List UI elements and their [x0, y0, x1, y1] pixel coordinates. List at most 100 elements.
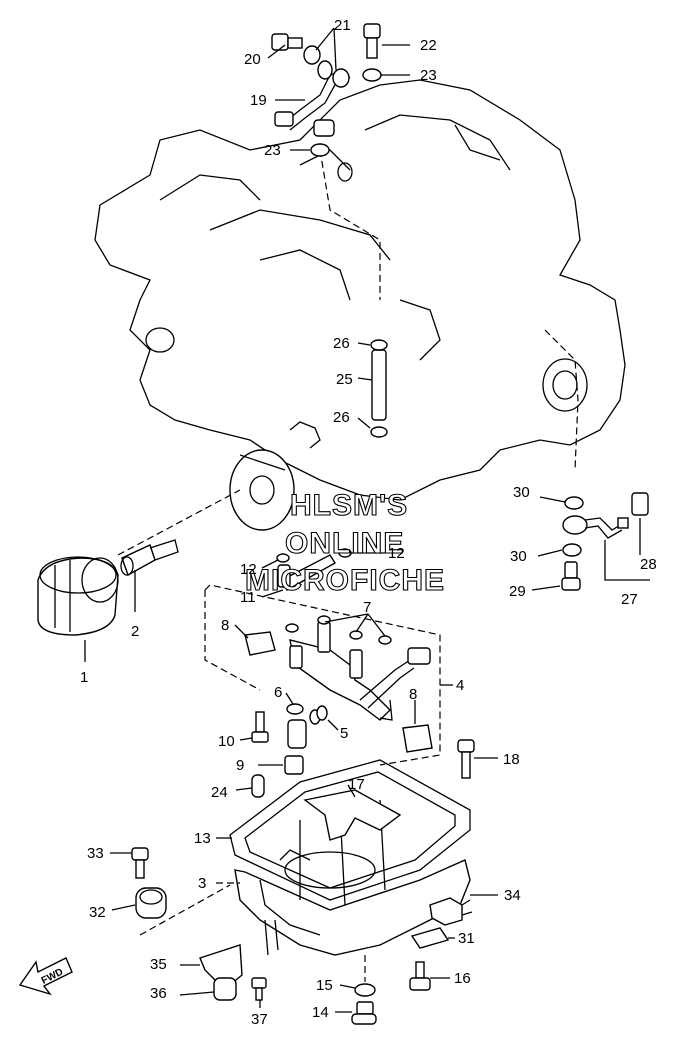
callout-21: 21 [334, 17, 351, 34]
callout-14: 14 [312, 1004, 329, 1021]
callout-1: 1 [80, 669, 88, 686]
bolt-18[interactable] [457, 739, 475, 779]
leader-12a [261, 559, 279, 569]
leader-32 [111, 904, 136, 911]
plug-24[interactable] [251, 774, 265, 798]
callout-16: 16 [454, 970, 471, 987]
pipe-11[interactable] [277, 554, 336, 591]
leader-10 [239, 737, 253, 741]
oil-filter-mount [229, 449, 295, 531]
callout-17: 17 [348, 776, 365, 793]
leader-filter [117, 489, 241, 556]
bolt-22[interactable] [363, 23, 381, 59]
collar-9[interactable] [284, 719, 307, 775]
forward-direction-arrow: FWD [18, 957, 73, 996]
leader-32-dash [139, 884, 231, 936]
damper-8-left[interactable] [244, 631, 276, 656]
watermark-line-2: ONLINE [285, 527, 404, 560]
leader-30a [539, 496, 566, 503]
watermark-line-1: HLSM'S [290, 489, 408, 522]
callout-37: 37 [251, 1011, 268, 1028]
leader-26a [357, 342, 371, 346]
o-rings-7[interactable] [285, 615, 392, 645]
leader-15 [339, 984, 356, 989]
leader-11 [261, 589, 284, 598]
callout-11: 11 [240, 589, 256, 606]
gasket-30-top[interactable] [564, 496, 584, 510]
leader-24 [235, 787, 253, 791]
callout-30b: 30 [510, 548, 527, 565]
gasket-23-lower[interactable] [310, 143, 330, 157]
leader-35-dash [264, 919, 279, 956]
bolt-10[interactable] [251, 711, 269, 743]
callout-23a: 23 [420, 67, 437, 84]
leader-26b [357, 417, 371, 429]
callout-33: 33 [87, 845, 104, 862]
leader-36 [179, 991, 215, 996]
leader-7 [324, 613, 386, 637]
rubber-28[interactable] [631, 492, 649, 516]
damper-8-right[interactable] [402, 724, 433, 753]
bolt-33[interactable] [131, 847, 149, 879]
strainer-pipe-assembly[interactable] [289, 621, 431, 721]
baffle-17[interactable] [303, 789, 402, 841]
gasket-30-bottom[interactable] [562, 543, 582, 557]
oil-hose-27[interactable] [562, 515, 629, 539]
callout-18: 18 [503, 751, 520, 768]
oil-filter-union-bolt[interactable] [120, 539, 179, 577]
callout-10: 10 [218, 733, 235, 750]
callout-9: 9 [236, 757, 244, 774]
crankcase-outline [94, 79, 626, 501]
gasket-15[interactable] [354, 983, 376, 997]
callout-20: 20 [244, 51, 261, 68]
o-ring-12-left[interactable] [276, 553, 290, 563]
leader-30b [537, 549, 563, 557]
callout-22: 22 [420, 37, 437, 54]
oil-filter[interactable] [37, 556, 119, 636]
watermark: HLSM'S ONLINE MICROFICHE [244, 488, 445, 597]
callout-15: 15 [316, 977, 333, 994]
callout-7: 7 [363, 599, 371, 616]
leader-27-bracket [604, 540, 650, 581]
callout-29: 29 [509, 583, 526, 600]
cover-32[interactable] [135, 887, 167, 919]
callout-13: 13 [194, 830, 211, 847]
callout-3: 3 [198, 875, 206, 892]
callout-12a: 12 [240, 561, 257, 578]
gasket-31[interactable] [410, 927, 450, 949]
drain-bolt-14[interactable] [351, 1001, 377, 1025]
union-bolt-29[interactable] [561, 561, 581, 591]
callout-24: 24 [211, 784, 228, 801]
leader-25 [357, 377, 373, 381]
oil-pipe-25[interactable] [371, 349, 387, 421]
leader-29 [531, 585, 561, 591]
o-rings-5[interactable] [309, 705, 328, 725]
bolt-16[interactable] [409, 961, 431, 991]
sensor-34[interactable] [429, 897, 473, 926]
callout-4: 4 [456, 677, 464, 694]
callout-36: 36 [150, 985, 167, 1002]
leader-20 [267, 44, 286, 59]
o-ring-6[interactable] [286, 703, 304, 715]
callout-32: 32 [89, 904, 106, 921]
callout-26b: 26 [333, 409, 350, 426]
o-ring-26-top[interactable] [370, 339, 388, 351]
callout-6: 6 [274, 684, 282, 701]
bolt-37[interactable] [251, 977, 267, 1001]
union-bolt-20[interactable] [271, 33, 303, 51]
callout-31: 31 [458, 930, 475, 947]
callout-27: 27 [621, 591, 638, 608]
callout-35: 35 [150, 956, 167, 973]
o-ring-26-bottom[interactable] [370, 426, 388, 438]
callout-28: 28 [640, 556, 657, 573]
leader-8a [234, 624, 249, 639]
gasket-21[interactable] [303, 45, 350, 88]
callout-8b: 8 [409, 686, 417, 703]
clamp-36[interactable] [213, 977, 237, 1001]
oil-pan-gasket-13[interactable] [229, 759, 471, 901]
gasket-23-top[interactable] [362, 68, 382, 82]
callout-30a: 30 [513, 484, 530, 501]
leader-5 [327, 719, 339, 731]
watermark-line-3: MICROFICHE [245, 564, 445, 597]
callout-34: 34 [504, 887, 521, 904]
